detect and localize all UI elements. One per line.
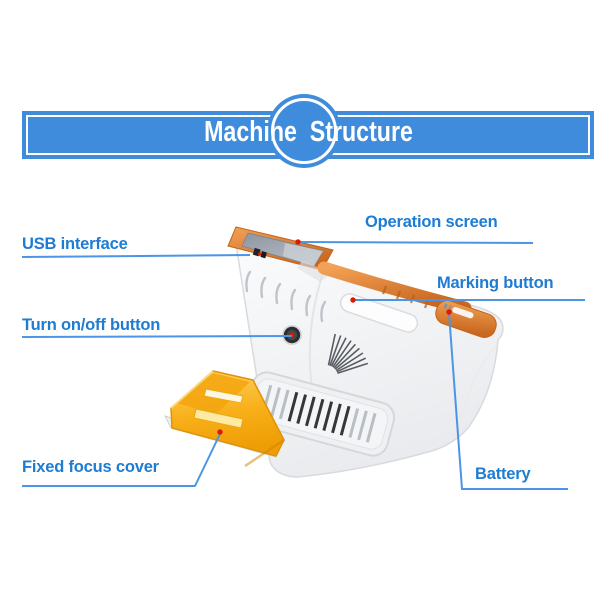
callout-lines	[21, 241, 585, 490]
battery-leader-line	[448, 312, 568, 490]
power-button	[282, 325, 302, 345]
usb-leader-line	[21, 254, 251, 258]
fixed-focus-leader-line	[22, 433, 221, 487]
grip-hole	[339, 293, 419, 333]
battery-dot	[446, 309, 452, 315]
machine	[227, 226, 504, 478]
screen-lower-glass	[297, 261, 332, 282]
marking-button-dot	[350, 297, 356, 303]
focus-cover-front-slot	[193, 408, 244, 429]
operation-screen-dot	[295, 239, 301, 245]
fixed-focus-cover	[164, 370, 285, 468]
banner-circle-inner-ring	[271, 98, 337, 164]
usb-port	[252, 247, 267, 259]
banner-circle	[267, 94, 341, 168]
bottom-vent-panel	[244, 371, 396, 457]
battery-latch-slot	[452, 307, 474, 319]
callout-label-operation-screen: Operation screen	[365, 213, 498, 231]
banner-title-wrap: Machine Structure	[22, 111, 594, 159]
callout-label-fixed-focus-cover: Fixed focus cover	[22, 458, 159, 476]
banner-title: Machine Structure	[203, 115, 413, 148]
fixed-focus-dot	[217, 429, 223, 435]
body-seam-front	[308, 269, 325, 398]
callout-dots	[217, 239, 452, 435]
callout-label-usb-interface: USB interface	[22, 235, 128, 253]
body-seam-rear	[457, 344, 498, 431]
fan-vent	[327, 333, 369, 375]
head-vent-slits	[245, 270, 327, 323]
battery-end-cap	[435, 300, 497, 338]
power-leader-line	[21, 335, 293, 338]
operation-screen-leader-line	[297, 241, 534, 244]
callout-label-power-button: Turn on/off button	[22, 316, 161, 334]
callout-label-battery: Battery	[475, 465, 531, 483]
callout-label-marking-button: Marking button	[437, 274, 554, 292]
screen-reflection	[283, 243, 323, 266]
focus-cover-top-slot	[203, 388, 244, 404]
